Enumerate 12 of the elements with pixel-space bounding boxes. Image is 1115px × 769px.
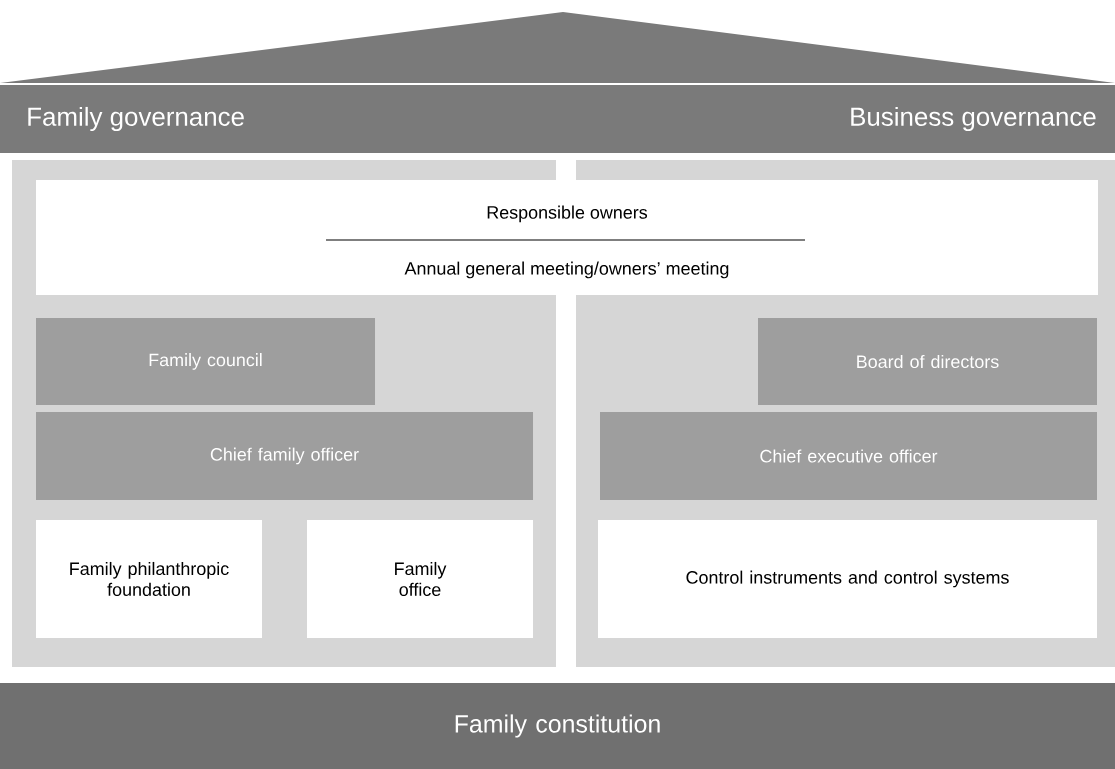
board-box: Board of directors <box>758 318 1097 405</box>
officer-box: Chief family officer <box>36 412 533 500</box>
council-box: Family council <box>36 318 375 405</box>
owners-box: Responsible owners Annual general meeting/owners’ meeting <box>36 180 1098 295</box>
foundation-box: Family philanthropic foundation <box>36 520 262 638</box>
officer-box: Chief executive officer <box>600 412 1097 500</box>
node-label: Business governance <box>851 106 1096 132</box>
roof-header: Family governance Business governance <box>0 12 1115 153</box>
control-box: Control instruments and control systems <box>598 520 1097 638</box>
node-label: Family governance <box>28 106 244 132</box>
office-box: Family office <box>307 520 533 638</box>
constitution-band: Family constitution <box>0 683 1115 769</box>
